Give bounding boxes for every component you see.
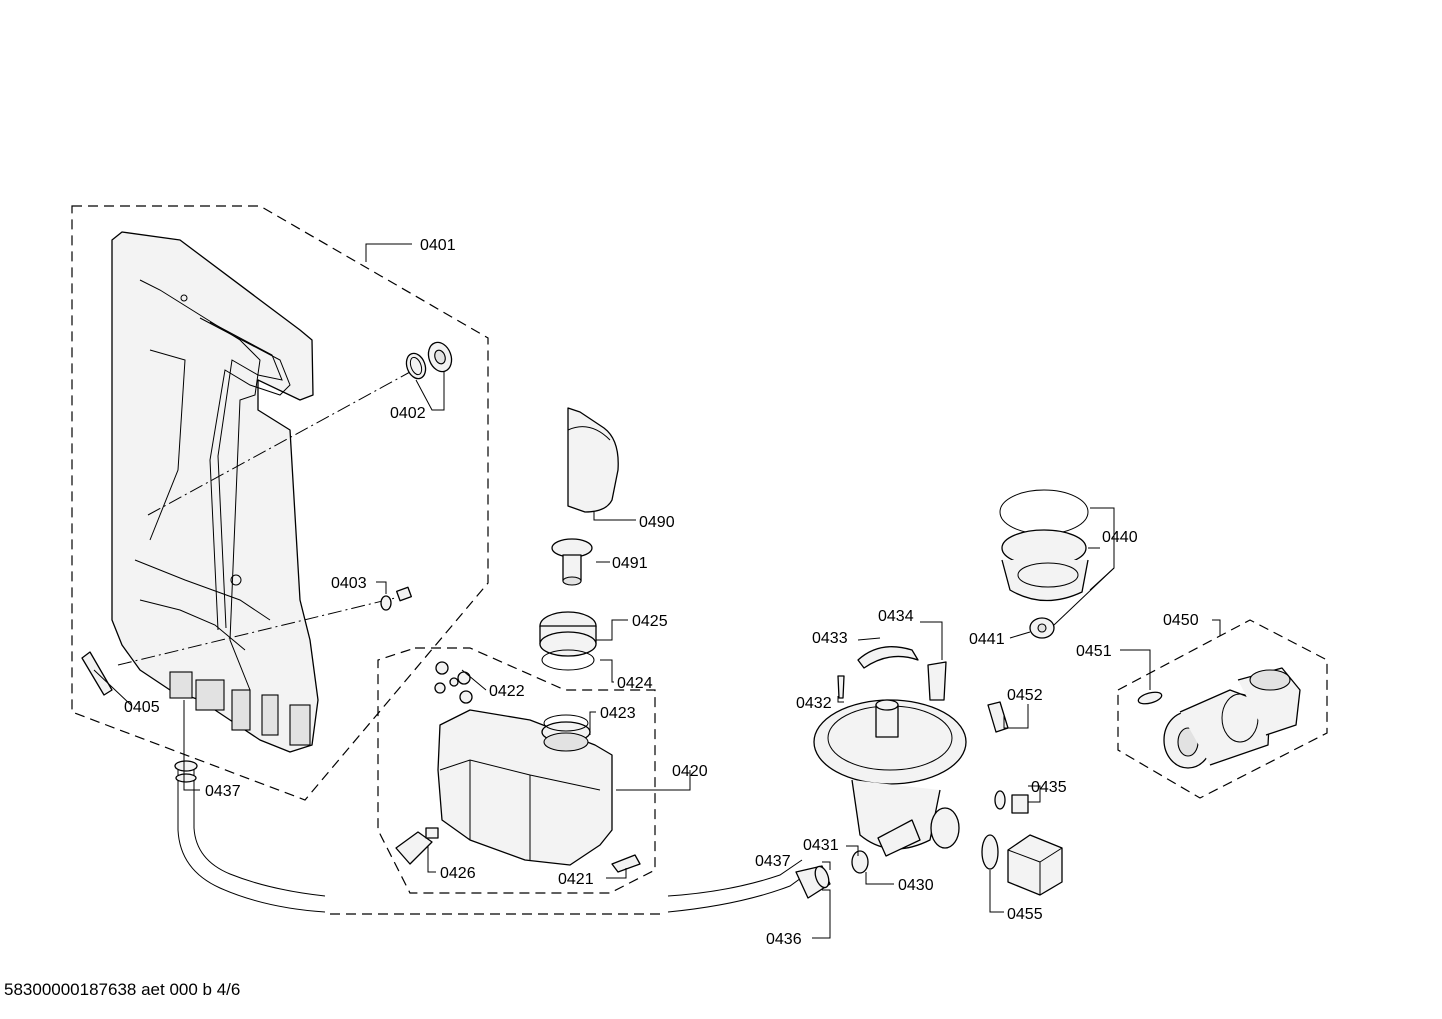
cap-0491	[551, 538, 593, 586]
label-0402: 0402	[390, 405, 426, 422]
salt-cap-0425	[539, 611, 597, 671]
seal-0431	[851, 850, 869, 874]
label-0405: 0405	[124, 699, 160, 716]
alignment-line-0402	[147, 371, 411, 516]
screw-0432	[837, 675, 845, 699]
flap-0434	[927, 661, 947, 701]
label-0436: 0436	[766, 931, 802, 948]
label-0435: 0435	[1031, 779, 1067, 796]
label-0430: 0430	[898, 877, 934, 894]
seal-rings-0402	[405, 341, 453, 380]
label-0455: 0455	[1007, 906, 1043, 923]
document-footer-code: 58300000187638 aet 000 b 4/6	[4, 980, 241, 999]
label-0432: 0432	[796, 695, 832, 712]
leader-lines	[93, 243, 1221, 939]
bracket-0433	[857, 646, 919, 669]
label-0425: 0425	[632, 613, 668, 630]
label-0434: 0434	[878, 608, 914, 625]
group-outline-0401	[71, 205, 489, 801]
label-0420: 0420	[672, 763, 708, 780]
pump-sump-0430	[813, 699, 967, 857]
label-0423: 0423	[600, 705, 636, 722]
label-0424: 0424	[617, 675, 653, 692]
label-0422: 0422	[489, 683, 525, 700]
label-0431: 0431	[803, 837, 839, 854]
label-0451: 0451	[1076, 643, 1112, 660]
label-0426: 0426	[440, 865, 476, 882]
label-0433: 0433	[812, 630, 848, 647]
label-0491: 0491	[612, 555, 648, 572]
clamp-0451	[1137, 691, 1163, 705]
plug-0403	[380, 586, 412, 611]
label-0401: 0401	[420, 237, 456, 254]
heater-housing-0440	[999, 489, 1089, 602]
valve-0435	[994, 790, 1029, 814]
label-0403: 0403	[331, 575, 367, 592]
circulation-pump-0450	[1163, 667, 1301, 769]
label-0437-left: 0437	[205, 783, 241, 800]
funnel-0490	[567, 407, 619, 513]
label-0440: 0440	[1102, 529, 1138, 546]
label-0421: 0421	[558, 871, 594, 888]
group-outline-0450	[1117, 619, 1328, 799]
sensor-0441	[1029, 617, 1055, 639]
motor-0455	[981, 834, 1063, 896]
label-0437-right: 0437	[755, 853, 791, 870]
label-0452: 0452	[1007, 687, 1043, 704]
group-outline-0420	[377, 647, 656, 894]
label-0490: 0490	[639, 514, 675, 531]
label-0441: 0441	[969, 631, 1005, 648]
drain-hose	[174, 760, 831, 915]
side-panel-part	[111, 231, 319, 753]
label-0450: 0450	[1163, 612, 1199, 629]
softener-0420	[395, 661, 641, 873]
